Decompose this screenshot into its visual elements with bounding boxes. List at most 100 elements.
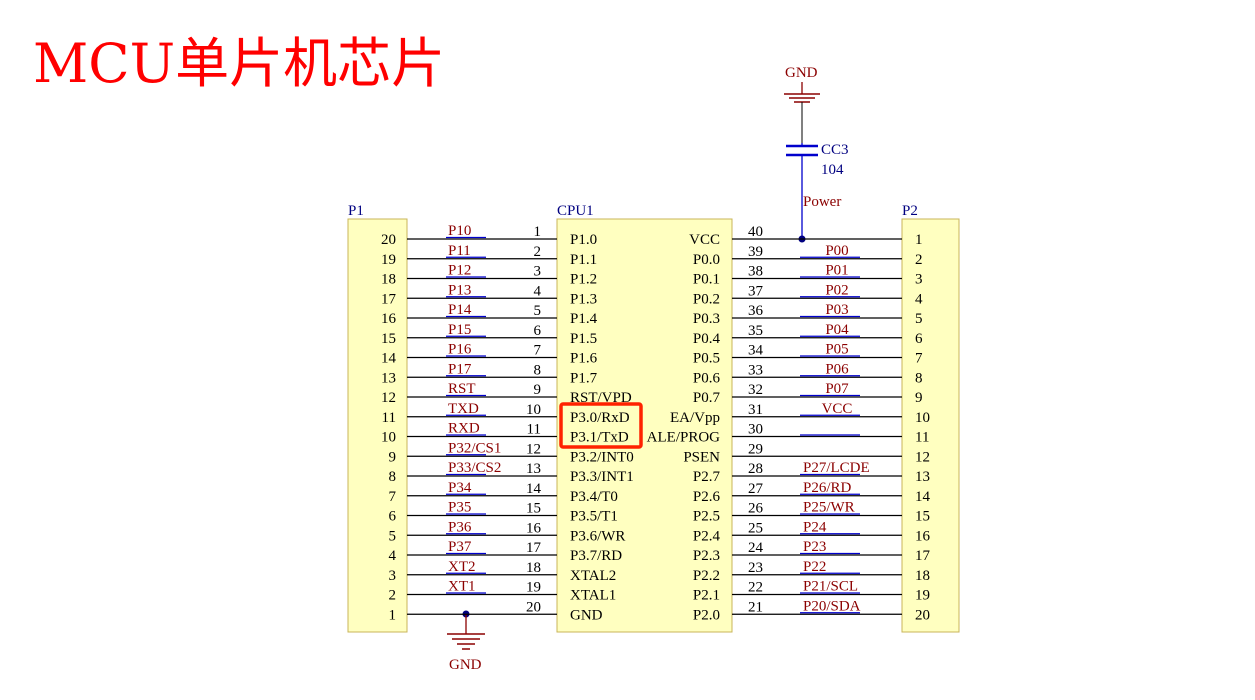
cpu-pin-number: 28: [748, 461, 763, 477]
cpu-pin-number: 39: [748, 244, 763, 260]
net-label: P23: [803, 539, 826, 555]
p2-pin-number: 15: [915, 509, 930, 525]
cpu-pin-name: P0.4: [693, 331, 721, 347]
cap-designator: CC3: [821, 142, 849, 158]
connector-p2-body: [901, 218, 960, 633]
p2-pin-number: 2: [915, 252, 923, 268]
p2-pin-number: 6: [915, 331, 923, 347]
power-net-label: Power: [803, 194, 841, 210]
p2-pin-number: 8: [915, 370, 923, 386]
p2-pin-number: 12: [915, 449, 930, 465]
cpu-pin-name: P0.6: [693, 370, 721, 386]
cpu-pin-name: XTAL2: [570, 568, 616, 584]
net-label: P22: [803, 559, 826, 575]
net-label: P01: [825, 263, 848, 279]
net-label: P37: [448, 539, 472, 555]
cpu-pin-number: 27: [748, 481, 764, 497]
cpu-pin-number: 31: [748, 402, 763, 418]
cpu-pin-name: P2.7: [693, 469, 721, 485]
net-label: P35: [448, 500, 471, 516]
net-label: P20/SDA: [803, 598, 861, 614]
cpu-pin-number: 15: [526, 501, 541, 517]
net-label: P27/LCDE: [803, 460, 870, 476]
p1-pin-number: 5: [389, 528, 397, 544]
p1-pin-number: 13: [381, 370, 396, 386]
net-label: P00: [825, 243, 848, 259]
p1-pin-number: 6: [389, 509, 397, 525]
page-title: MCU单片机芯片: [33, 32, 445, 95]
cpu-pin-name: P1.6: [570, 351, 598, 367]
p2-pin-number: 5: [915, 311, 923, 327]
cpu-pin-name: P1.4: [570, 311, 598, 327]
p2-pin-number: 11: [915, 430, 929, 446]
cpu-pin-number: 3: [534, 264, 542, 280]
p1-pin-number: 8: [389, 469, 397, 485]
net-label: P17: [448, 361, 472, 377]
cpu-pin-number: 4: [534, 283, 542, 299]
cpu-pin-number: 30: [748, 422, 763, 438]
cpu-pin-name: P3.7/RD: [570, 548, 622, 564]
p2-pin-number: 13: [915, 469, 930, 485]
cpu-pin-name: P3.0/RxD: [570, 410, 630, 426]
cpu-pin-number: 12: [526, 441, 541, 457]
cap-value: 104: [821, 162, 844, 178]
p1-pin-number: 11: [382, 410, 396, 426]
cpu-pin-number: 37: [748, 283, 764, 299]
cpu-pin-name: P1.3: [570, 291, 597, 307]
cpu-pin-number: 8: [534, 362, 542, 378]
cpu-pin-number: 7: [534, 343, 542, 359]
cpu-pin-number: 21: [748, 599, 763, 615]
gnd-bottom-label: GND: [449, 657, 482, 673]
cpu-pin-name: P0.2: [693, 291, 720, 307]
cpu-pin-number: 6: [534, 323, 542, 339]
net-label: P34: [448, 480, 472, 496]
p2-pin-number: 17: [915, 548, 931, 564]
cpu-pin-number: 14: [526, 481, 542, 497]
cpu-pin-name: PSEN: [683, 449, 720, 465]
cpu-pin-name: P1.2: [570, 272, 597, 288]
cpu-pin-number: 17: [526, 540, 542, 556]
cpu-pin-number: 29: [748, 441, 763, 457]
net-label: XT2: [448, 559, 476, 575]
cpu-pin-number: 13: [526, 461, 541, 477]
uart-highlight-box: [559, 402, 643, 449]
net-label: P13: [448, 282, 471, 298]
cpu-pin-number: 18: [526, 560, 541, 576]
cpu-pin-name: P1.7: [570, 370, 598, 386]
cpu-pin-number: 19: [526, 580, 541, 596]
cpu-pin-number: 25: [748, 520, 763, 536]
cpu-pin-name: VCC: [689, 232, 720, 248]
cpu-pin-number: 24: [748, 540, 764, 556]
cpu-pin-number: 36: [748, 303, 764, 319]
net-label: P26/RD: [803, 480, 852, 496]
cpu-pin-name: P2.3: [693, 548, 720, 564]
net-label: P36: [448, 519, 472, 535]
cpu-pin-name: P0.1: [693, 272, 720, 288]
cpu-pin-name: P2.5: [693, 509, 720, 525]
p2-pin-number: 10: [915, 410, 930, 426]
p1-pin-number: 7: [389, 489, 397, 505]
cpu-pin-name: P1.0: [570, 232, 597, 248]
p2-pin-number: 14: [915, 489, 931, 505]
net-label: P04: [825, 322, 849, 338]
net-label: P12: [448, 263, 471, 279]
net-label: P32/CS1: [448, 440, 501, 456]
cpu-pin-name: XTAL1: [570, 588, 616, 604]
p1-pin-number: 3: [389, 568, 397, 584]
p1-pin-number: 18: [381, 272, 396, 288]
p1-pin-number: 2: [389, 588, 397, 604]
cpu-pin-name: RST/VPD: [570, 390, 632, 406]
cpu-pin-name: P3.3/INT1: [570, 469, 634, 485]
cpu-pin-name: P0.0: [693, 252, 720, 268]
cpu-body: [556, 218, 733, 633]
cpu-pin-number: 1: [534, 224, 542, 240]
net-label: P15: [448, 322, 471, 338]
p2-pin-number: 9: [915, 390, 923, 406]
cpu-pin-name: P2.2: [693, 568, 720, 584]
net-label: P03: [825, 302, 848, 318]
p1-pin-number: 16: [381, 311, 397, 327]
cpu-pin-name: ALE/PROG: [647, 430, 721, 446]
cpu-pin-name: P0.3: [693, 311, 720, 327]
cpu-pin-number: 5: [534, 303, 542, 319]
